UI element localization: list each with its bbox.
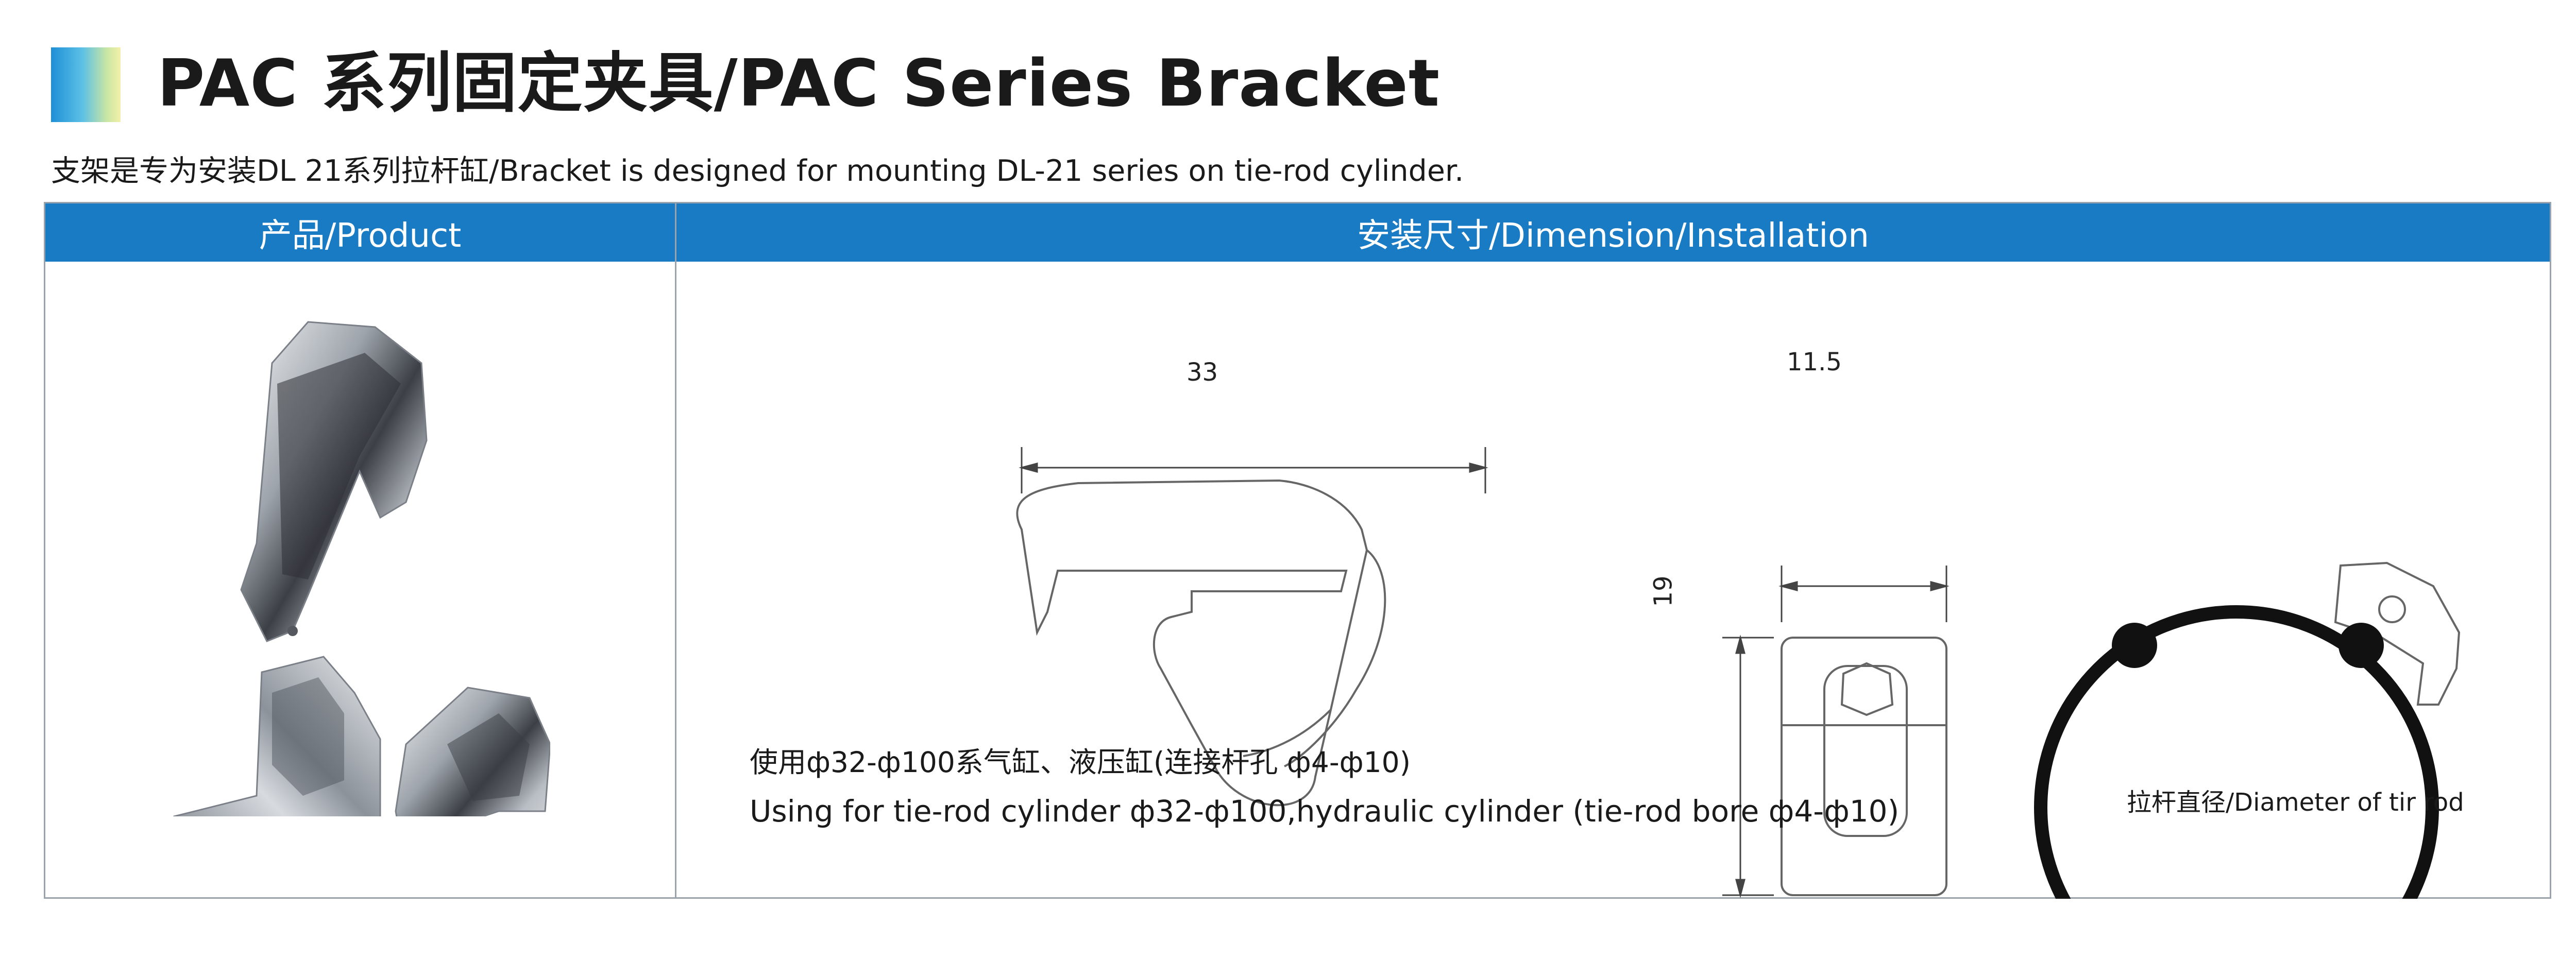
page-title: PAC 系列固定夹具/PAC Series Bracket [157, 45, 1440, 121]
bracket-side-drawing [1781, 637, 1947, 896]
product-column-header: 产品/Product [45, 203, 675, 262]
column-divider [675, 203, 676, 897]
cylinder-ring [2034, 605, 2439, 899]
bracket-bottom-left-image [173, 656, 381, 816]
spec-table: 产品/Product 安装尺寸/Dimension/Installation [44, 202, 2551, 899]
bracket-bottom-right-image [395, 687, 550, 816]
usage-note-en: Using for tie-rod cylinder ф32-ф100,hydr… [750, 794, 1900, 829]
page-subtitle: 支架是专为安装DL 21系列拉杆缸/Bracket is designed fo… [51, 154, 1464, 188]
bracket-profile-drawing [1016, 479, 1386, 807]
tie-rod-dot-top-left [2112, 623, 2157, 668]
tie-rod-diameter-label: 拉杆直径/Diameter of tir rod [2127, 788, 2464, 817]
product-photo [173, 321, 550, 816]
usage-note-cn: 使用ф32-ф100系气缸、液压缸(连接杆孔 ф4-ф10) [750, 746, 1411, 779]
dimension-column-header: 安装尺寸/Dimension/Installation [676, 203, 2550, 262]
title-color-swatch [51, 47, 121, 122]
dimension-label-height: 19 [1649, 575, 1678, 607]
dimension-label-width: 33 [1187, 358, 1218, 387]
tie-rod-dot-top-right [2338, 623, 2384, 668]
dimension-drawings [1016, 447, 2461, 899]
bracket-top-image [240, 321, 428, 642]
dimension-label-side-width: 11.5 [1787, 348, 1842, 377]
